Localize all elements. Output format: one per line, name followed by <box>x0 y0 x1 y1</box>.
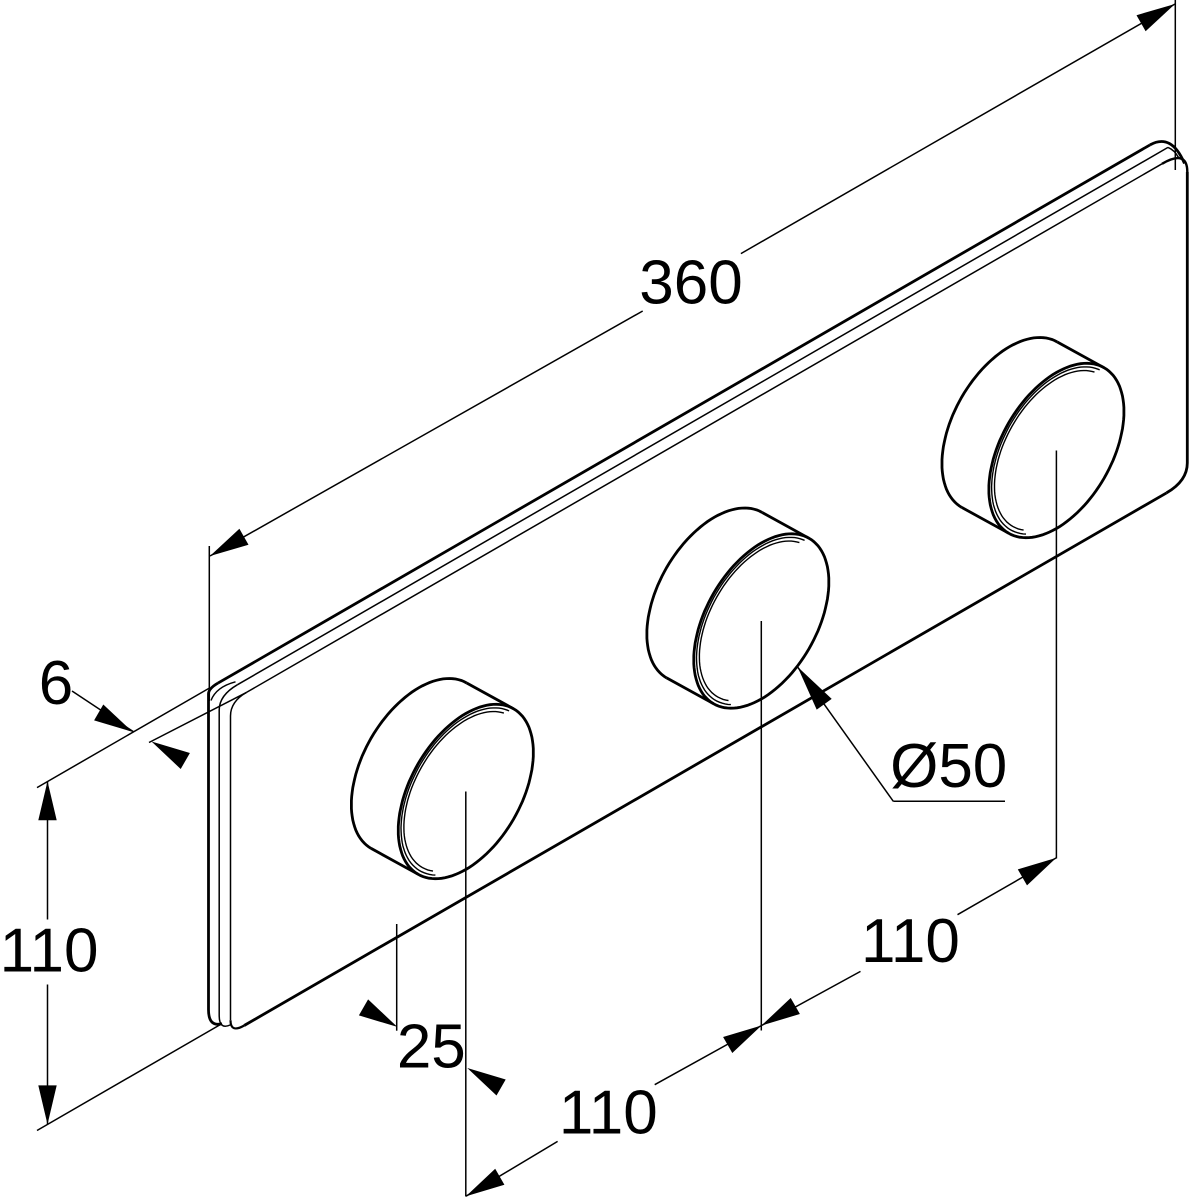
svg-text:360: 360 <box>639 249 742 318</box>
svg-text:110: 110 <box>559 1079 658 1148</box>
svg-text:110: 110 <box>861 907 960 976</box>
svg-text:6: 6 <box>39 649 73 718</box>
svg-text:110: 110 <box>0 917 98 986</box>
svg-text:25: 25 <box>397 1013 466 1082</box>
svg-text:Ø50: Ø50 <box>890 732 1007 801</box>
